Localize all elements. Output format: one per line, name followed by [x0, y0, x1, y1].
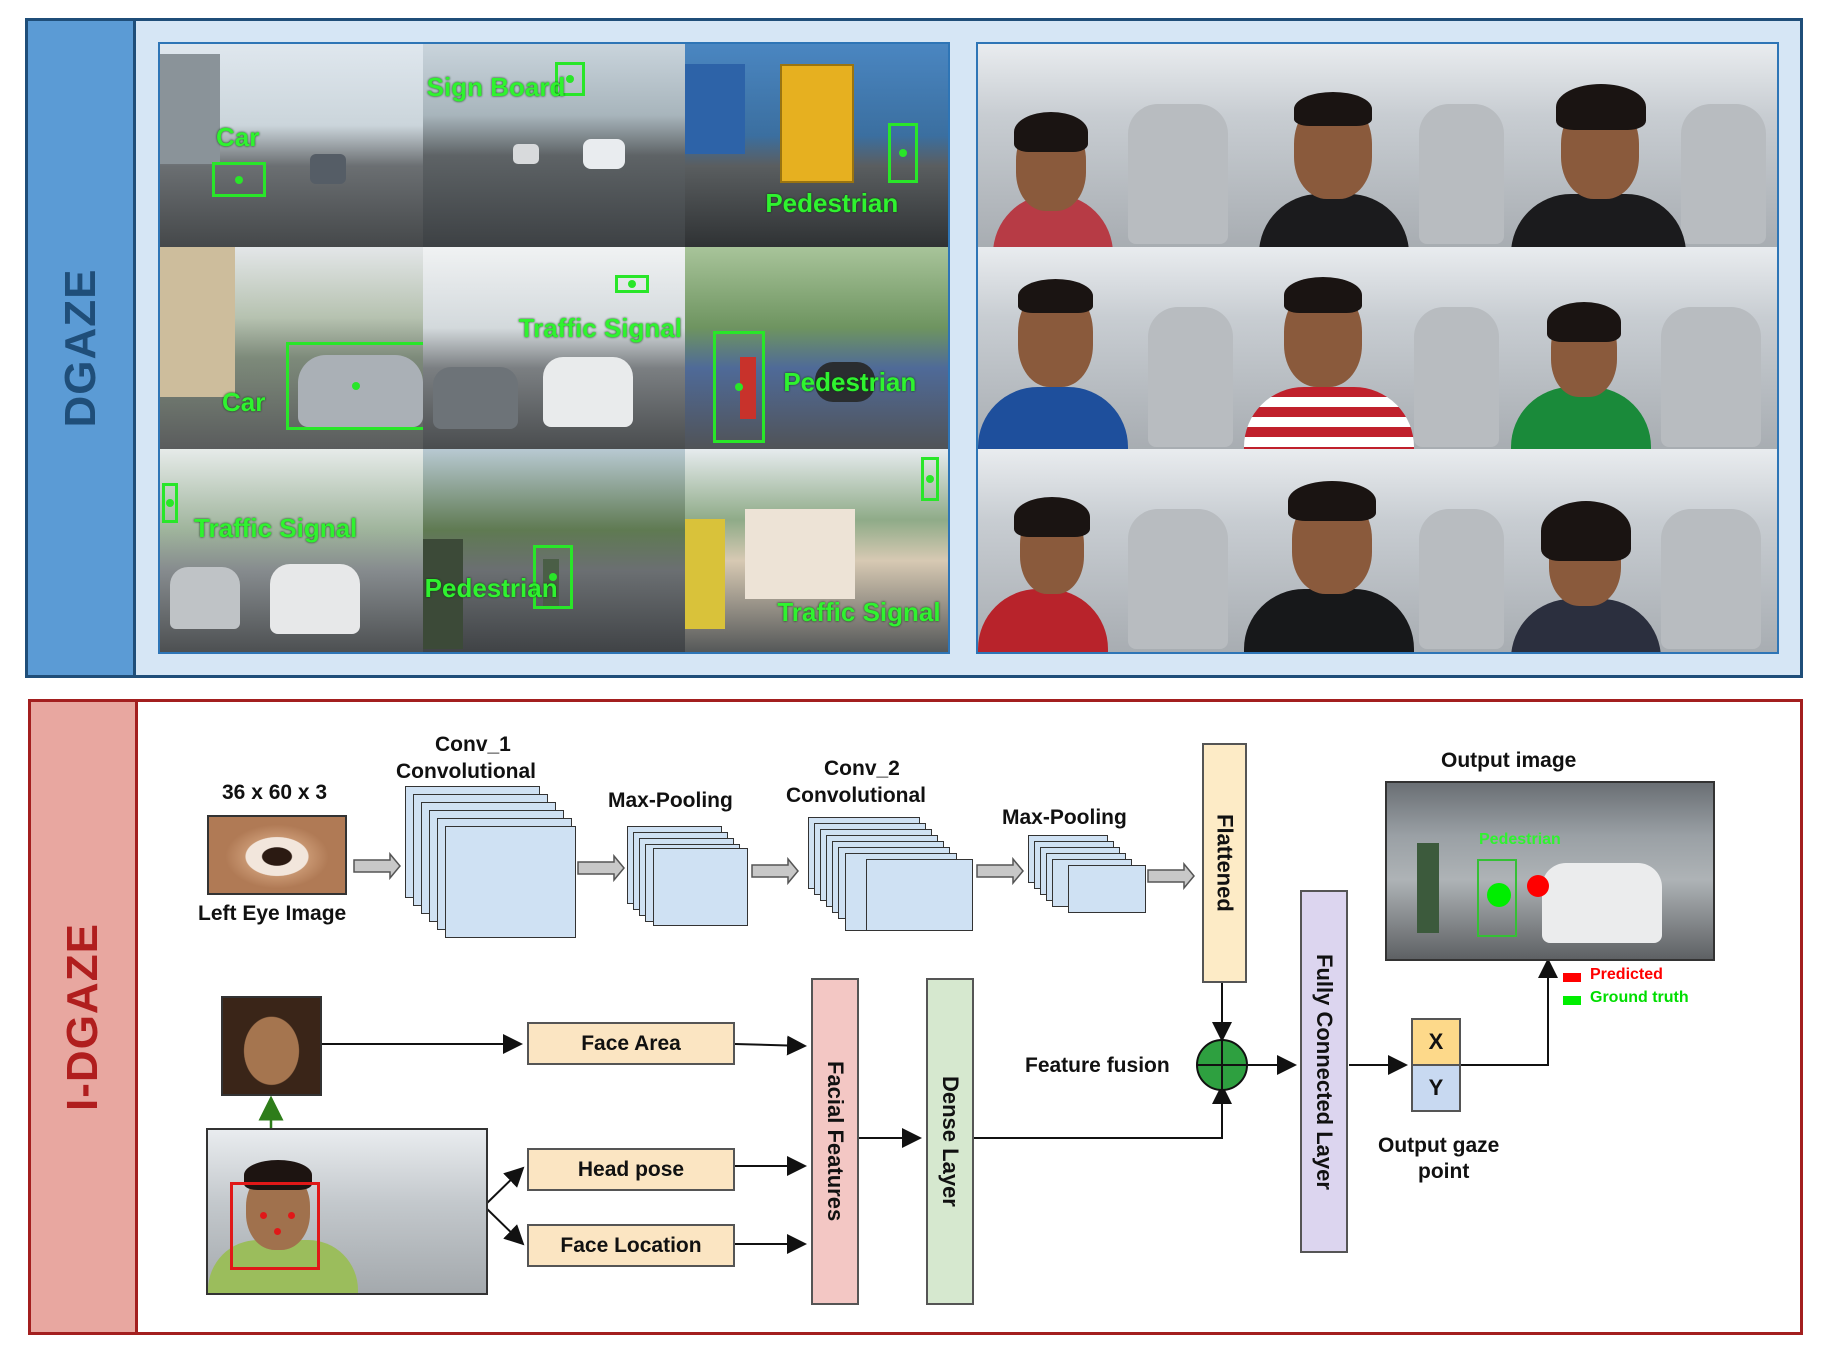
- legend-predicted-swatch: [1563, 973, 1581, 982]
- driver-image: [1244, 44, 1511, 247]
- face-crop-image: [221, 996, 322, 1096]
- driver-image: [1244, 246, 1511, 450]
- output-gaze-label-line1: Output gaze: [1378, 1134, 1500, 1157]
- fc-layer-label: Fully Connected Layer: [1312, 953, 1337, 1190]
- bounding-box: [286, 341, 423, 430]
- dgaze-sidebar: DGAZE: [28, 21, 136, 675]
- road-image: Traffic Signal: [685, 449, 948, 652]
- output-object-label: Pedestrian: [1479, 831, 1561, 848]
- object-label: Pedestrian: [783, 366, 917, 397]
- road-view-grid: Car Sign Board Pedestrian Car Traffic Si…: [158, 42, 950, 654]
- bounding-box: [532, 545, 573, 610]
- driver-image: [1510, 449, 1777, 652]
- fully-connected-layer: Fully Connected Layer: [1300, 890, 1348, 1253]
- bounding-box: [554, 62, 585, 96]
- input-dimensions: 36 x 60 x 3: [222, 781, 328, 804]
- idgaze-sidebar: I-DGAZE: [31, 702, 138, 1332]
- face-area-label: Face Area: [581, 1031, 681, 1055]
- bounding-box: [921, 457, 940, 502]
- output-image-label: Output image: [1441, 749, 1577, 772]
- driver-image: [1510, 246, 1777, 450]
- flattened-layer: Flattened: [1202, 743, 1247, 983]
- flattened-label: Flattened: [1212, 814, 1238, 912]
- output-x-label: X: [1428, 1029, 1444, 1054]
- legend-ground-truth-label: Ground truth: [1590, 989, 1689, 1006]
- pipeline-arrows: [353, 851, 1195, 891]
- facial-features-layer: Facial Features: [811, 978, 859, 1305]
- conv2-label-line2: Convolutional: [786, 784, 926, 807]
- conv2-label-line1: Conv_2: [824, 757, 900, 780]
- object-label: Car: [222, 386, 266, 417]
- driver-image: [978, 246, 1245, 450]
- output-x-box: X: [1411, 1018, 1461, 1066]
- driver-image: [978, 44, 1245, 247]
- road-image: Car: [160, 44, 423, 247]
- driver-input-image: [206, 1128, 488, 1295]
- head-pose-label: Head pose: [577, 1157, 685, 1181]
- object-label: Traffic Signal: [518, 312, 682, 343]
- legend-predicted-label: Predicted: [1590, 966, 1663, 983]
- bounding-box: [713, 330, 766, 443]
- conv1-label-line2: Convolutional: [396, 760, 536, 783]
- output-y-label: Y: [1428, 1075, 1444, 1100]
- road-image: Sign Board: [422, 44, 686, 247]
- road-image: Pedestrian: [685, 44, 948, 247]
- legend-ground-truth-swatch: [1563, 996, 1581, 1005]
- maxpool1-label: Max-Pooling: [608, 789, 733, 812]
- driver-image: [1244, 449, 1511, 652]
- output-gaze-label-line2: point: [1418, 1160, 1470, 1183]
- left-eye-image: [207, 815, 347, 895]
- road-image: Traffic Signal: [160, 449, 423, 652]
- head-pose-box: Head pose: [527, 1148, 735, 1191]
- bounding-box: [162, 483, 178, 524]
- object-label: Car: [216, 122, 260, 152]
- object-label: Traffic Signal: [194, 513, 358, 544]
- predicted-point: [1527, 875, 1549, 897]
- dense-layer-label: Dense Layer: [938, 1076, 963, 1207]
- object-label: Traffic Signal: [777, 597, 941, 628]
- object-label: Pedestrian: [765, 188, 899, 218]
- driver-image: [1510, 44, 1777, 247]
- conv1-label-line1: Conv_1: [435, 733, 511, 756]
- bounding-box: [614, 274, 649, 293]
- driver-image: [978, 449, 1245, 652]
- road-image: Traffic Signal: [422, 246, 686, 450]
- output-image: Pedestrian: [1385, 781, 1715, 961]
- road-image: Pedestrian: [422, 449, 686, 652]
- face-area-box: Face Area: [527, 1022, 735, 1065]
- bounding-box: [888, 123, 919, 183]
- dense-layer: Dense Layer: [926, 978, 974, 1305]
- object-label: Sign Board: [426, 72, 566, 102]
- road-image: Car: [160, 246, 423, 450]
- road-image: Pedestrian: [685, 246, 948, 450]
- facial-features-label: Facial Features: [823, 1061, 848, 1222]
- face-location-box: Face Location: [527, 1224, 735, 1267]
- object-label: Pedestrian: [424, 573, 558, 604]
- feature-fusion-label: Feature fusion: [1025, 1054, 1170, 1077]
- maxpool2-label: Max-Pooling: [1002, 806, 1127, 829]
- feature-fusion-node: [1196, 1039, 1248, 1091]
- left-eye-label: Left Eye Image: [198, 902, 347, 925]
- face-detection-box: [230, 1182, 320, 1270]
- driver-view-grid: [976, 42, 1779, 654]
- ground-truth-point: [1487, 883, 1511, 907]
- face-location-label: Face Location: [560, 1233, 702, 1257]
- bounding-box: [212, 162, 266, 197]
- output-y-box: Y: [1411, 1064, 1461, 1112]
